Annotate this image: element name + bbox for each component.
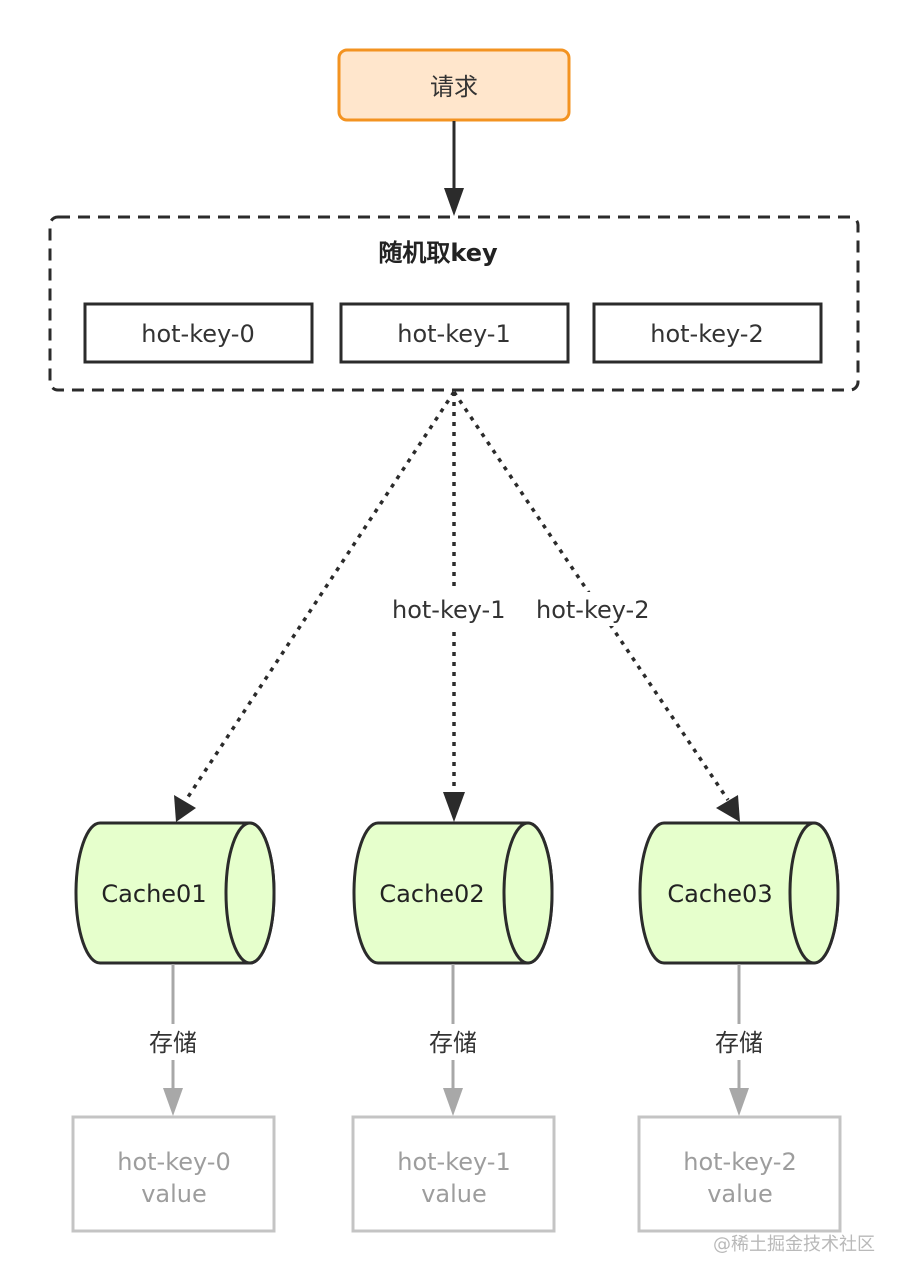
value-box-02-value: value: [421, 1180, 487, 1208]
storage-arrow-03: 存储: [710, 964, 768, 1116]
value-box-02-key: hot-key-1: [397, 1148, 510, 1176]
route-label-1-text: hot-key-1: [392, 596, 505, 624]
value-box-03-key: hot-key-2: [683, 1148, 796, 1176]
cache03-label: Cache03: [667, 880, 772, 908]
value-box-02: hot-key-1 value: [351, 1115, 556, 1233]
storage-arrow-01: 存储: [144, 964, 202, 1116]
value-box-01-value: value: [141, 1180, 207, 1208]
key-label-2: hot-key-2: [650, 320, 763, 348]
value-box-03-value: value: [707, 1180, 773, 1208]
key-label-1: hot-key-1: [397, 320, 510, 348]
storage-arrow-02: 存储: [424, 964, 482, 1116]
key-box-2: hot-key-2: [592, 302, 823, 364]
value-box-01-key: hot-key-0: [117, 1148, 230, 1176]
key-label-0: hot-key-0: [141, 320, 254, 348]
cache-node-03: Cache03: [638, 821, 840, 965]
route-label-2: hot-key-2: [536, 592, 658, 626]
route-label-1: hot-key-1: [392, 592, 516, 626]
cache01-label: Cache01: [101, 880, 206, 908]
storage-label-02: 存储: [429, 1029, 477, 1057]
cache02-label: Cache02: [379, 880, 484, 908]
watermark: @稀土掘金技术社区: [713, 1234, 875, 1255]
selector-title: 随机取key: [378, 239, 498, 267]
cache-node-02: Cache02: [352, 821, 554, 965]
route-arrow-cache01: [174, 391, 456, 822]
random-key-selector: 随机取key hot-key-0 hot-key-1 hot-key-2: [48, 215, 860, 392]
value-box-03: hot-key-2 value: [637, 1115, 842, 1233]
key-box-0: hot-key-0: [83, 302, 314, 364]
value-box-01: hot-key-0 value: [71, 1115, 276, 1233]
storage-label-03: 存储: [715, 1029, 763, 1057]
storage-label-01: 存储: [149, 1029, 197, 1057]
cache-node-01: Cache01: [74, 821, 276, 965]
request-node: 请求: [337, 48, 571, 122]
request-to-selector-arrow: [444, 121, 464, 216]
request-label: 请求: [430, 73, 478, 101]
key-box-1: hot-key-1: [339, 302, 570, 364]
route-arrow-cache03: [452, 391, 740, 822]
route-label-2-text: hot-key-2: [536, 596, 649, 624]
